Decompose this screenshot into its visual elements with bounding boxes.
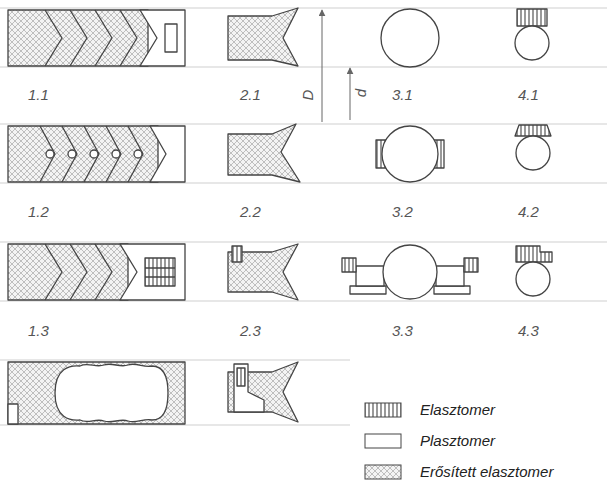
chevron-bead bbox=[90, 150, 98, 158]
chevron-ring bbox=[45, 10, 137, 66]
chevron-ring bbox=[45, 244, 112, 300]
figure-number: 1.1 bbox=[28, 86, 49, 104]
o-ring bbox=[515, 26, 549, 60]
grid-line bbox=[0, 124, 607, 125]
adapter-step bbox=[165, 24, 177, 52]
chevron-bead bbox=[68, 150, 76, 158]
support-ring bbox=[350, 286, 386, 294]
chevron-packing-body bbox=[8, 244, 128, 300]
figure-number: 3.2 bbox=[392, 203, 413, 221]
chevron-bead bbox=[112, 150, 120, 158]
support-ring bbox=[356, 266, 384, 286]
dimension-label: D bbox=[299, 90, 317, 101]
o-ring bbox=[382, 126, 438, 182]
chevron-packing-body bbox=[8, 10, 148, 66]
legend-swatch bbox=[365, 403, 401, 417]
elastomer-insert bbox=[342, 258, 356, 272]
o-ring bbox=[381, 9, 439, 67]
wavy-core bbox=[55, 364, 168, 422]
dimension-line bbox=[350, 68, 351, 120]
figure-number: 3.1 bbox=[392, 86, 413, 104]
lip-seal bbox=[228, 362, 298, 422]
elastomer-insert bbox=[464, 258, 478, 272]
adapter-ring bbox=[150, 126, 185, 182]
grid-line bbox=[0, 360, 350, 361]
backup-insert bbox=[234, 364, 264, 412]
o-ring bbox=[383, 245, 437, 299]
dimension-line bbox=[322, 10, 323, 122]
o-ring bbox=[516, 262, 550, 296]
elastomer-insert bbox=[145, 258, 175, 286]
lip-seal bbox=[228, 244, 298, 300]
chevron-ring bbox=[40, 126, 143, 182]
legend-swatch bbox=[365, 465, 401, 479]
figure-number: 3.3 bbox=[392, 322, 413, 340]
cap-ring bbox=[517, 9, 547, 26]
cap-ring bbox=[515, 125, 551, 136]
adapter-ring bbox=[140, 10, 185, 66]
legend-text: Erősített elasztomer bbox=[420, 463, 553, 481]
elastomer-insert bbox=[237, 368, 245, 386]
figure-number: 1.3 bbox=[28, 322, 49, 340]
adapter-ring bbox=[120, 244, 185, 300]
legend-swatch bbox=[365, 434, 401, 448]
o-ring bbox=[516, 136, 550, 170]
dimension-label: d bbox=[352, 89, 370, 97]
elastomer-insert bbox=[232, 246, 242, 262]
figure-number: 2.2 bbox=[240, 203, 261, 221]
figure-number: 2.1 bbox=[240, 86, 261, 104]
figure-number: 2.3 bbox=[240, 322, 261, 340]
chevron-bead bbox=[134, 150, 142, 158]
lip-seal bbox=[228, 8, 298, 66]
cap-ring bbox=[516, 246, 552, 262]
legend-text: Elasztomer bbox=[420, 401, 495, 419]
lip-seal bbox=[228, 124, 300, 182]
grid-line bbox=[0, 242, 607, 243]
figure-number: 4.2 bbox=[518, 203, 539, 221]
grid-line bbox=[0, 8, 607, 9]
figure-number: 4.1 bbox=[518, 86, 539, 104]
figure-number: 4.3 bbox=[518, 322, 539, 340]
legend-text: Plasztomer bbox=[420, 432, 495, 450]
support-ring bbox=[436, 266, 464, 286]
chevron-packing-body bbox=[8, 126, 158, 182]
chevron-bead bbox=[46, 150, 54, 158]
grid-lines bbox=[0, 8, 607, 425]
wavy-seal-body bbox=[8, 362, 185, 424]
backup-strip bbox=[8, 404, 18, 424]
support-ring bbox=[434, 286, 470, 294]
insert-grid bbox=[145, 268, 175, 277]
figure-number: 1.2 bbox=[28, 203, 49, 221]
